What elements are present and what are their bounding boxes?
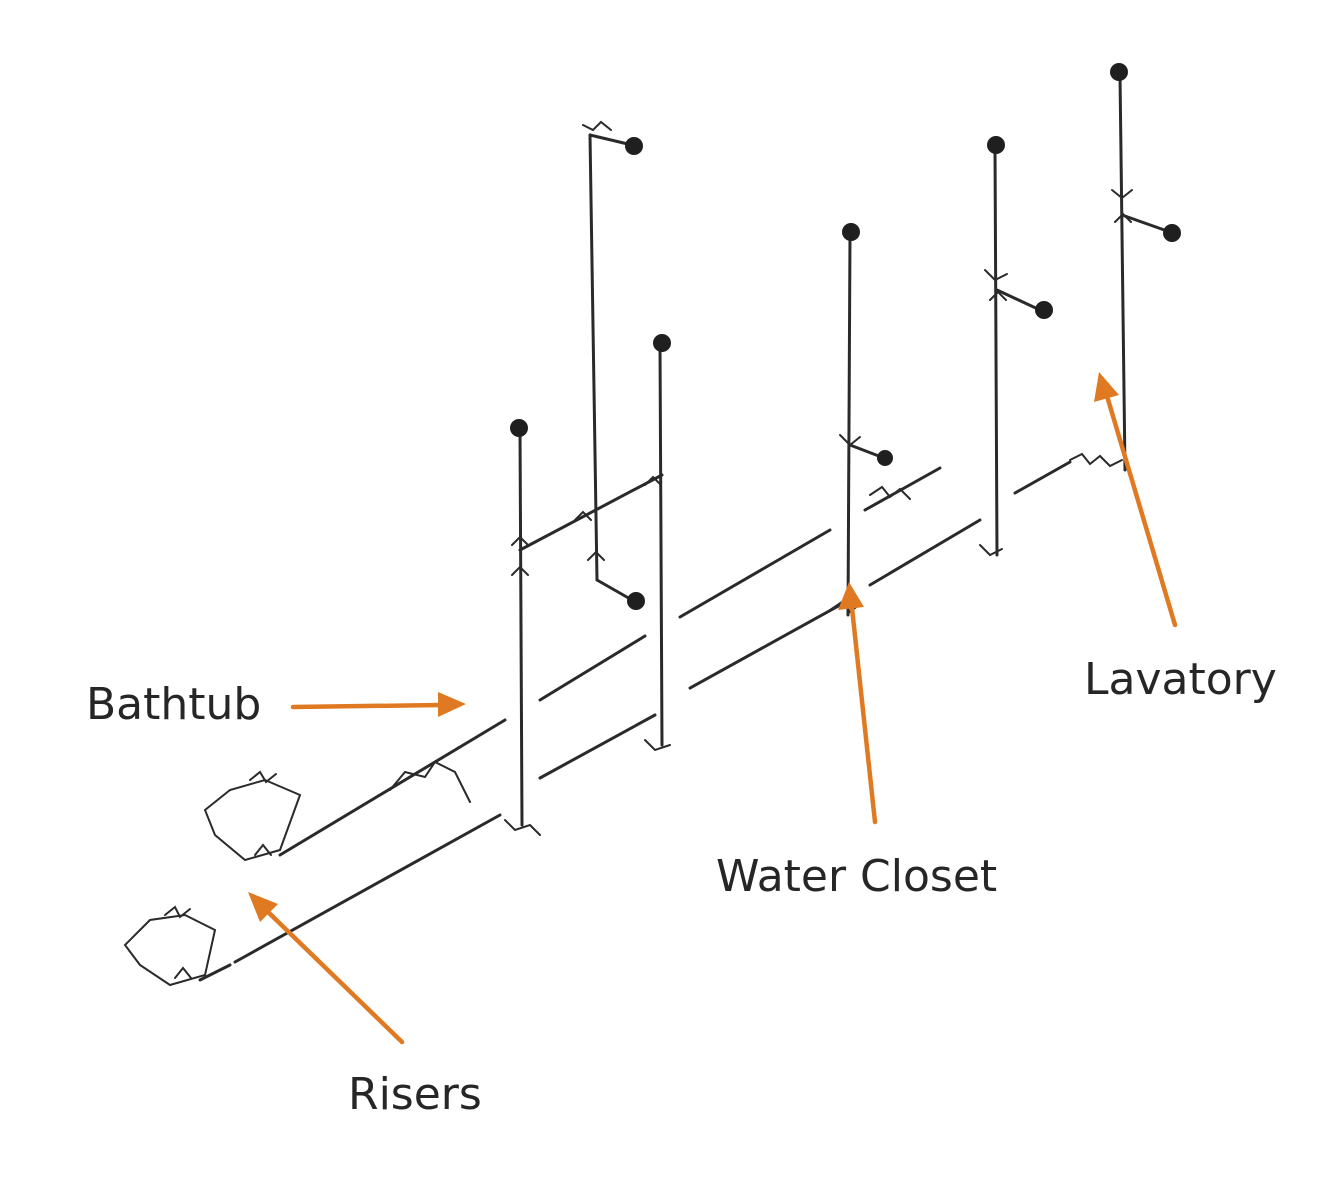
risers-label: Risers: [348, 1069, 482, 1120]
water-closet-label: Water Closet: [716, 851, 998, 902]
lavatory-label: Lavatory: [1084, 654, 1277, 705]
water-closet-arrow: [838, 582, 878, 825]
risers-arrow: [248, 892, 405, 1045]
bathtub-arrow: [290, 692, 466, 717]
lower-supply-main: [123, 452, 1123, 987]
bathtub-label: Bathtub: [86, 679, 262, 730]
upper-supply-main: [203, 466, 942, 862]
lavatory-riser: [1110, 63, 1181, 472]
lavatory-arrow: [1094, 372, 1178, 628]
bathtub-risers: [504, 120, 671, 836]
